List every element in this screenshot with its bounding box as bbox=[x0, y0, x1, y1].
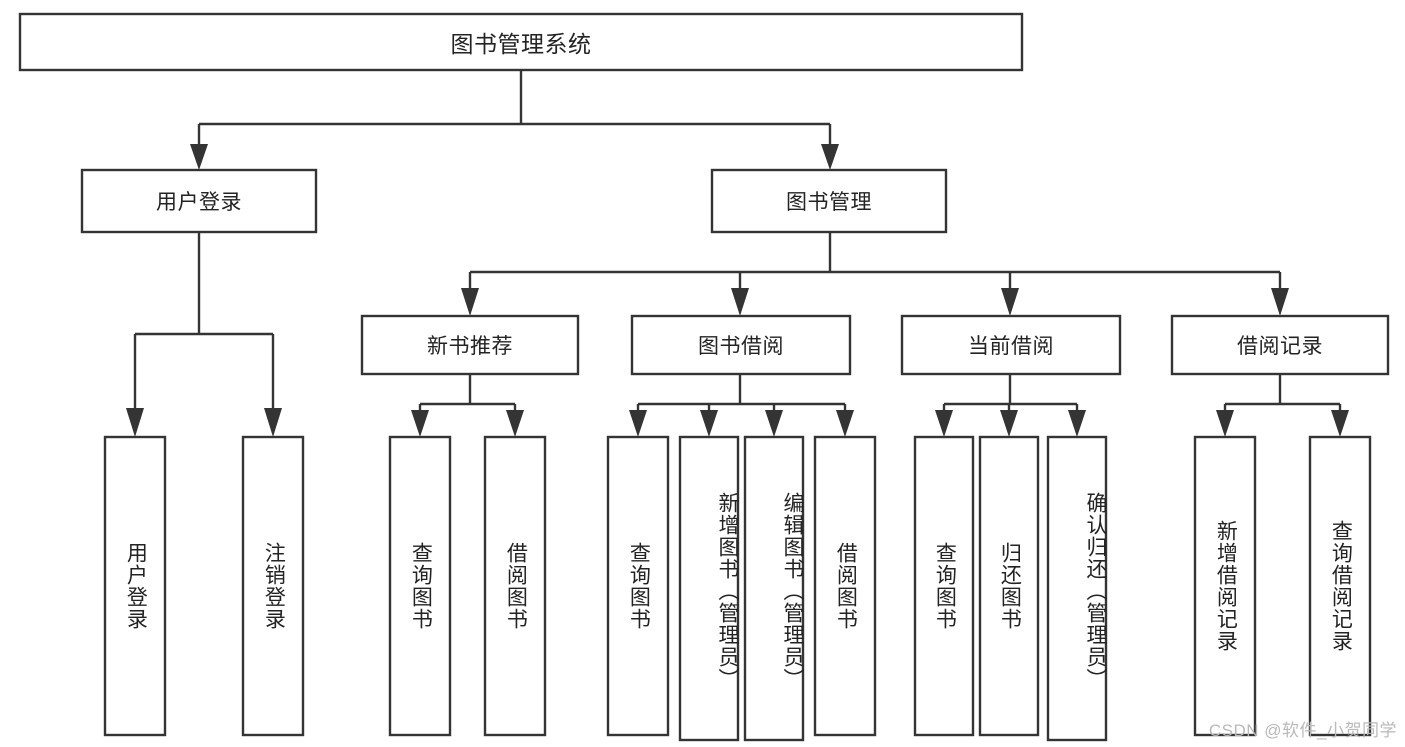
arrow-head-icon bbox=[1271, 288, 1289, 316]
node-box-leaf-user-login[interactable] bbox=[103, 435, 167, 737]
connector-bookmgmt-to-level3 bbox=[461, 232, 1289, 316]
connector-borrowrecord-to-leaves bbox=[1216, 374, 1349, 437]
node-box-leaf-query-book-current[interactable] bbox=[913, 435, 975, 737]
node-box-leaf-borrow-book-rec[interactable] bbox=[483, 435, 547, 737]
arrow-head-icon bbox=[765, 410, 783, 437]
node-box-leaf-add-book[interactable] bbox=[678, 435, 740, 742]
node-box-borrow-record[interactable] bbox=[1170, 314, 1390, 376]
arrow-head-icon bbox=[700, 410, 718, 437]
arrow-head-icon bbox=[411, 410, 429, 437]
arrow-head-icon bbox=[126, 408, 144, 437]
node-box-book-borrow[interactable] bbox=[630, 314, 852, 376]
node-box-leaf-add-borrow-record[interactable] bbox=[1193, 435, 1257, 737]
node-box-leaf-return-book[interactable] bbox=[978, 435, 1040, 737]
connector-userlogin-to-leaves bbox=[126, 232, 282, 437]
arrow-head-icon bbox=[629, 410, 647, 437]
arrow-head-icon bbox=[935, 410, 953, 437]
node-box-leaf-user-logout[interactable] bbox=[241, 435, 305, 737]
node-box-user-login[interactable] bbox=[80, 168, 318, 234]
node-box-leaf-query-book-rec[interactable] bbox=[388, 435, 452, 737]
arrow-head-icon bbox=[1001, 288, 1019, 316]
node-box-leaf-query-borrow-record[interactable] bbox=[1308, 435, 1372, 737]
arrow-head-icon bbox=[190, 144, 208, 170]
node-box-leaf-borrow-book[interactable] bbox=[813, 435, 877, 737]
connector-currentborrow-to-leaves bbox=[935, 374, 1086, 437]
arrow-head-icon bbox=[264, 408, 282, 437]
arrow-head-icon bbox=[836, 410, 854, 437]
node-box-leaf-query-book-borrow[interactable] bbox=[606, 435, 670, 737]
connector-bookborrow-to-leaves bbox=[629, 374, 854, 437]
csdn-watermark: CSDN @软件_小贺同学 bbox=[1208, 721, 1397, 740]
arrow-head-icon bbox=[1331, 410, 1349, 437]
connector-newbook-to-leaves bbox=[411, 374, 524, 437]
arrow-head-icon bbox=[1000, 410, 1018, 437]
arrow-head-icon bbox=[461, 288, 479, 316]
node-box-root[interactable] bbox=[18, 12, 1024, 72]
node-box-leaf-confirm-return[interactable] bbox=[1046, 435, 1108, 742]
arrow-head-icon bbox=[506, 410, 524, 437]
arrow-head-icon bbox=[731, 288, 749, 316]
arrow-head-icon bbox=[1068, 410, 1086, 437]
node-box-new-book-recommend[interactable] bbox=[360, 314, 580, 376]
node-box-book-management[interactable] bbox=[710, 168, 948, 234]
arrow-head-icon bbox=[821, 144, 839, 170]
arrow-head-icon bbox=[1216, 410, 1234, 437]
connector-root-to-level2 bbox=[190, 70, 839, 170]
node-box-current-borrow[interactable] bbox=[900, 314, 1122, 376]
node-box-leaf-edit-book[interactable] bbox=[743, 435, 805, 742]
